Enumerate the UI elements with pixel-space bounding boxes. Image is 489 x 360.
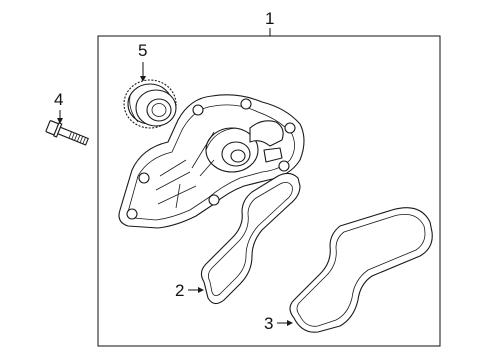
inner-gasket-icon [200, 172, 301, 305]
water-pump-housing-icon [118, 94, 305, 229]
callout-1[interactable]: 1 [265, 9, 274, 36]
callout-1-label: 1 [265, 9, 274, 28]
callout-3[interactable]: 3 [264, 314, 293, 333]
callout-2-arrow [198, 287, 204, 293]
callout-2-label: 2 [175, 281, 184, 300]
outer-gasket-icon [289, 207, 433, 333]
callout-3-label: 3 [264, 314, 273, 333]
callout-4-label: 4 [54, 90, 63, 109]
callout-4-arrow [57, 118, 63, 124]
callout-5-arrow [140, 76, 146, 82]
assembly-frame [97, 35, 441, 347]
callout-5-label: 5 [138, 41, 147, 60]
bolt-icon [45, 120, 89, 146]
callout-4[interactable]: 4 [54, 90, 63, 124]
callout-5[interactable]: 5 [138, 41, 147, 82]
callout-2[interactable]: 2 [175, 281, 204, 300]
sprocket-pulley-icon [123, 79, 177, 129]
callout-3-arrow [287, 320, 293, 326]
